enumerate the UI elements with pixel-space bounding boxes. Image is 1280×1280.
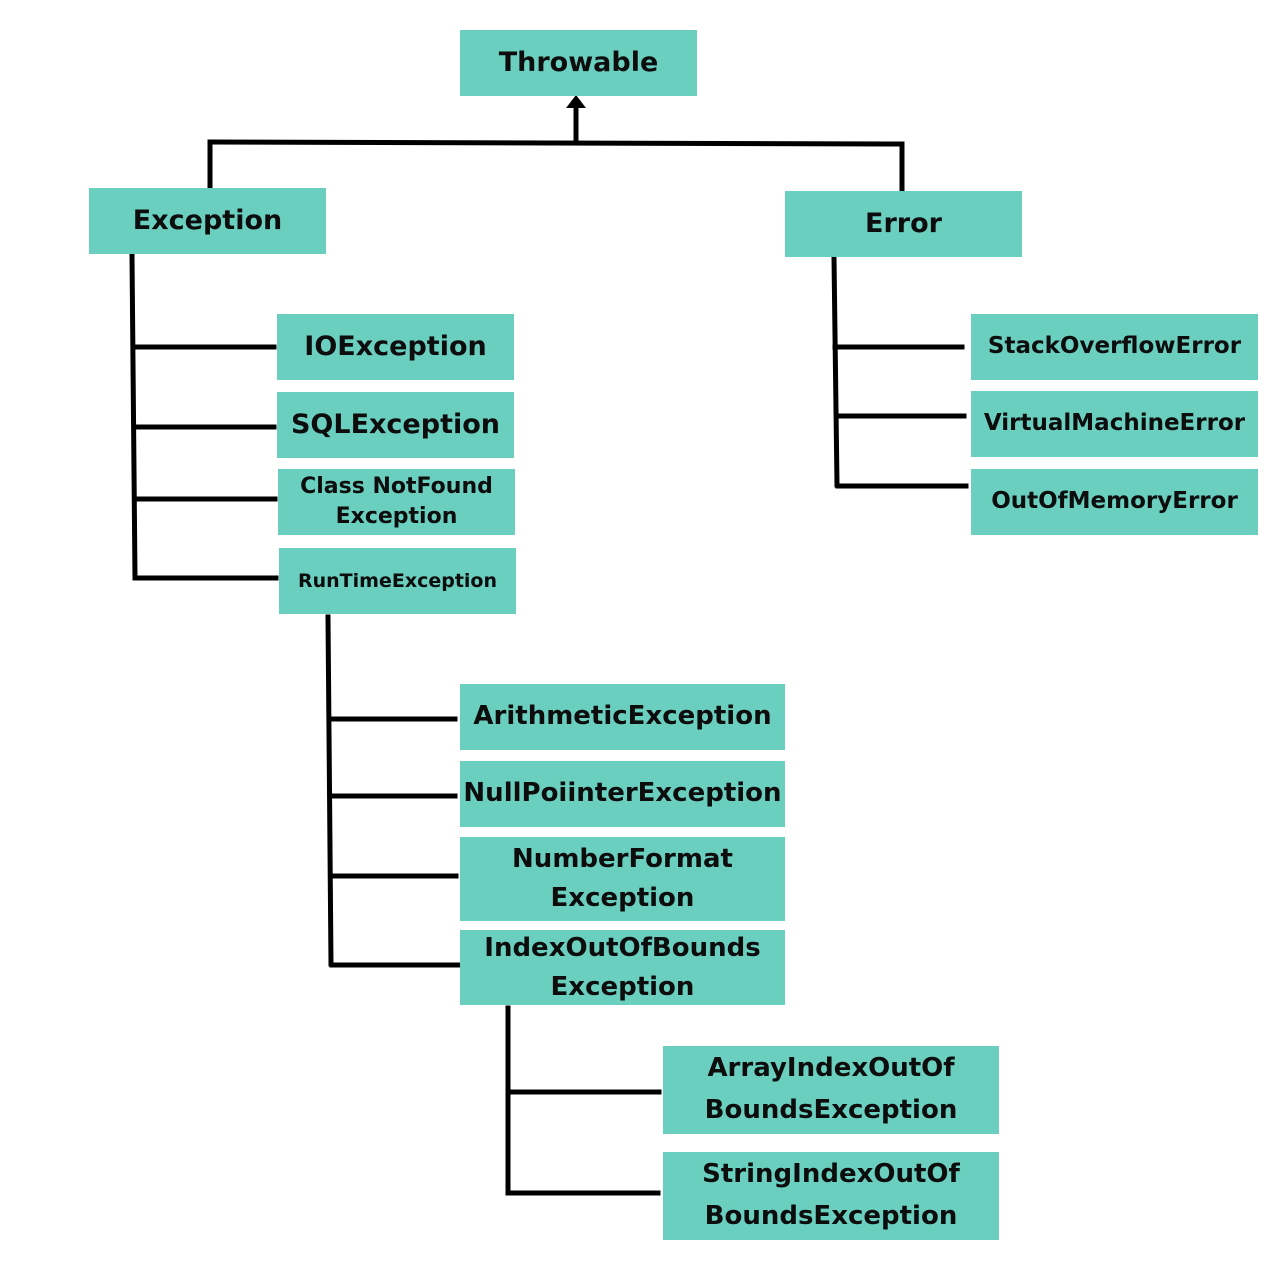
node-virtual-machine-error: VirtualMachineError bbox=[971, 391, 1258, 457]
node-runtime-exception: RunTimeException bbox=[279, 548, 516, 614]
node-arithmetic-exception: ArithmeticException bbox=[460, 684, 785, 750]
inheritance-arrowhead bbox=[566, 95, 586, 108]
connector-index-out-of-bounds bbox=[505, 1005, 662, 1196]
node-error: Error bbox=[785, 191, 1022, 257]
connector-error bbox=[831, 255, 969, 489]
node-io-exception: IOException bbox=[277, 314, 514, 380]
connector-error-trunk bbox=[831, 255, 840, 488]
node-array-index-out-of-bounds-exception: ArrayIndexOutOf BoundsException bbox=[663, 1046, 999, 1134]
connector-throwable bbox=[207, 95, 905, 192]
node-index-out-of-bounds-exception: IndexOutOfBounds Exception bbox=[460, 930, 785, 1005]
node-null-pointer-exception: NullPoiinterException bbox=[460, 761, 785, 827]
node-string-index-out-of-bounds-exception: StringIndexOutOf BoundsException bbox=[663, 1152, 999, 1240]
connector-exception-trunk bbox=[129, 253, 138, 581]
connector-runtime bbox=[325, 614, 462, 968]
connector-exception bbox=[129, 253, 279, 581]
node-throwable: Throwable bbox=[460, 30, 697, 96]
node-exception: Exception bbox=[89, 188, 326, 254]
node-out-of-memory-error: OutOfMemoryError bbox=[971, 469, 1258, 535]
connector-throwable-bar bbox=[207, 139, 905, 147]
node-sql-exception: SQLException bbox=[277, 392, 514, 458]
node-class-not-found-exception: Class NotFound Exception bbox=[278, 469, 515, 535]
node-number-format-exception: NumberFormat Exception bbox=[460, 837, 785, 921]
connector-runtime-trunk bbox=[325, 614, 334, 967]
node-stack-overflow-error: StackOverflowError bbox=[971, 314, 1258, 380]
